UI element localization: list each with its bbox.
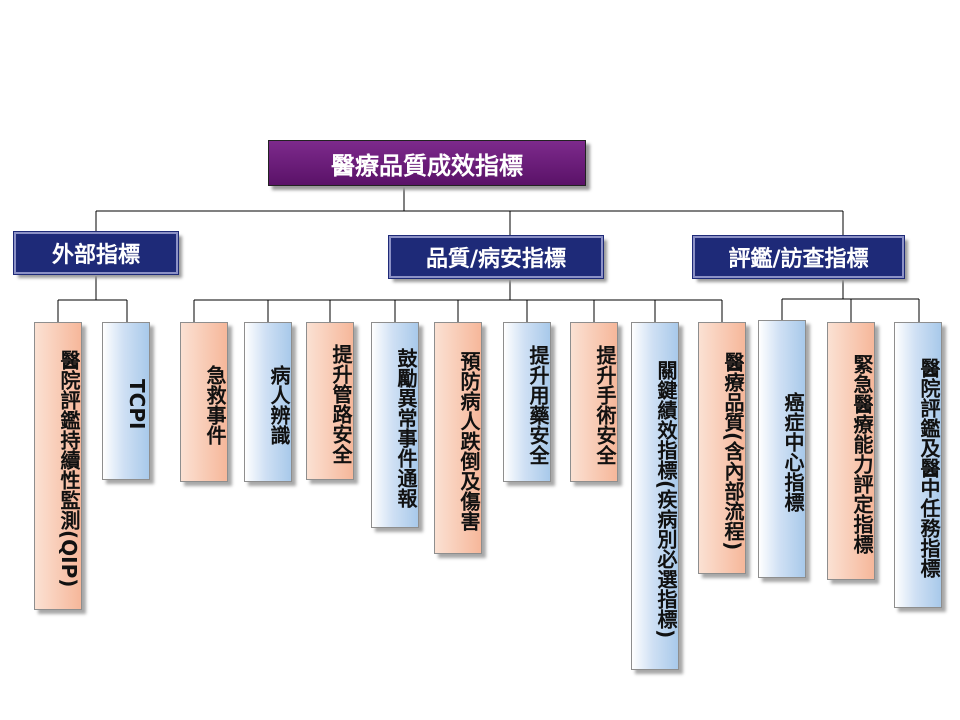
leaf-cancer-center: 癌症中心指標	[758, 320, 806, 578]
root-node: 醫療品質成效指標	[268, 140, 586, 186]
leaf-medication-safety: 提升用藥安全	[503, 322, 551, 482]
connector-external	[57, 276, 128, 322]
leaf-fall-prevention: 預防病人跌倒及傷害	[434, 322, 482, 554]
category-quality-safety: 品質/病安指標	[388, 235, 604, 279]
leaf-emergency-capability: 緊急醫療能力評定指標	[827, 322, 875, 580]
leaf-emergency-events: 急救事件	[180, 322, 228, 482]
connector-root	[95, 186, 844, 236]
connector-accreditation	[781, 280, 920, 322]
category-accreditation: 評鑑/訪查指標	[692, 235, 905, 279]
leaf-tube-safety: 提升管路安全	[306, 322, 354, 480]
leaf-medical-quality: 醫療品質(含內部流程)	[698, 322, 746, 574]
leaf-surgical-safety: 提升手術安全	[570, 322, 618, 482]
leaf-incident-reporting: 鼓勵異常事件通報	[371, 322, 419, 528]
category-external: 外部指標	[13, 231, 179, 275]
leaf-patient-identification: 病人辨識	[244, 322, 292, 482]
leaf-hospital-accreditation: 醫院評鑑及醫中任務指標	[894, 322, 942, 608]
connector-quality	[193, 280, 723, 322]
leaf-kpi-disease: 關鍵績效指標(疾病別必選指標)	[631, 322, 679, 670]
leaf-tcpi: TCPI	[102, 322, 150, 480]
leaf-qip: 醫院評鑑持續性監測(QIP)	[34, 322, 82, 610]
